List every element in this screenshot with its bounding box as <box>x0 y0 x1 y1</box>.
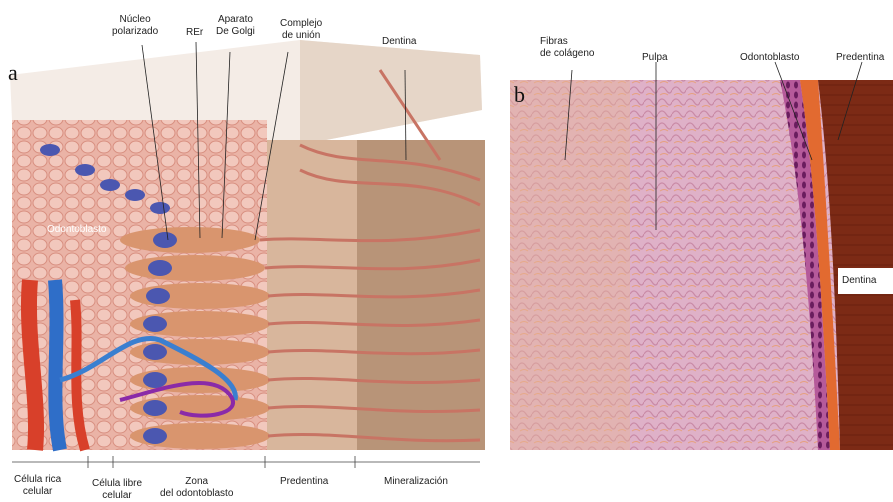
zone-celula-rica: Célula rica celular <box>14 474 61 498</box>
label-dentina-b: Dentina <box>838 268 893 294</box>
label-odontoblasto-a: Odontoblasto <box>47 224 107 235</box>
label-aparato-golgi: Aparato De Golgi <box>216 14 255 38</box>
label-predentina-b: Predentina <box>836 52 884 64</box>
zone-dividers <box>12 456 480 468</box>
panel-b-letter: b <box>514 82 525 108</box>
label-complejo-union: Complejo de unión <box>280 18 322 42</box>
zone-odontoblasto: Zona del odontoblasto <box>160 476 233 500</box>
label-rer: REr <box>186 27 203 39</box>
zone-mineralizacion: Mineralización <box>384 476 448 488</box>
label-odontoblasto-b: Odontoblasto <box>740 52 800 64</box>
zone-celula-libre: Célula libre celular <box>92 478 142 502</box>
panel-b-micrograph <box>510 62 893 450</box>
panel-a-drawing <box>10 40 485 468</box>
label-dentina-a: Dentina <box>382 36 416 48</box>
zone-predentina: Predentina <box>280 476 328 488</box>
label-fibras-colageno: Fibras de colágeno <box>540 36 595 60</box>
panel-a-letter: a <box>8 60 18 86</box>
label-pulpa: Pulpa <box>642 52 668 64</box>
label-nucleo-polarizado: Núcleo polarizado <box>112 14 158 38</box>
